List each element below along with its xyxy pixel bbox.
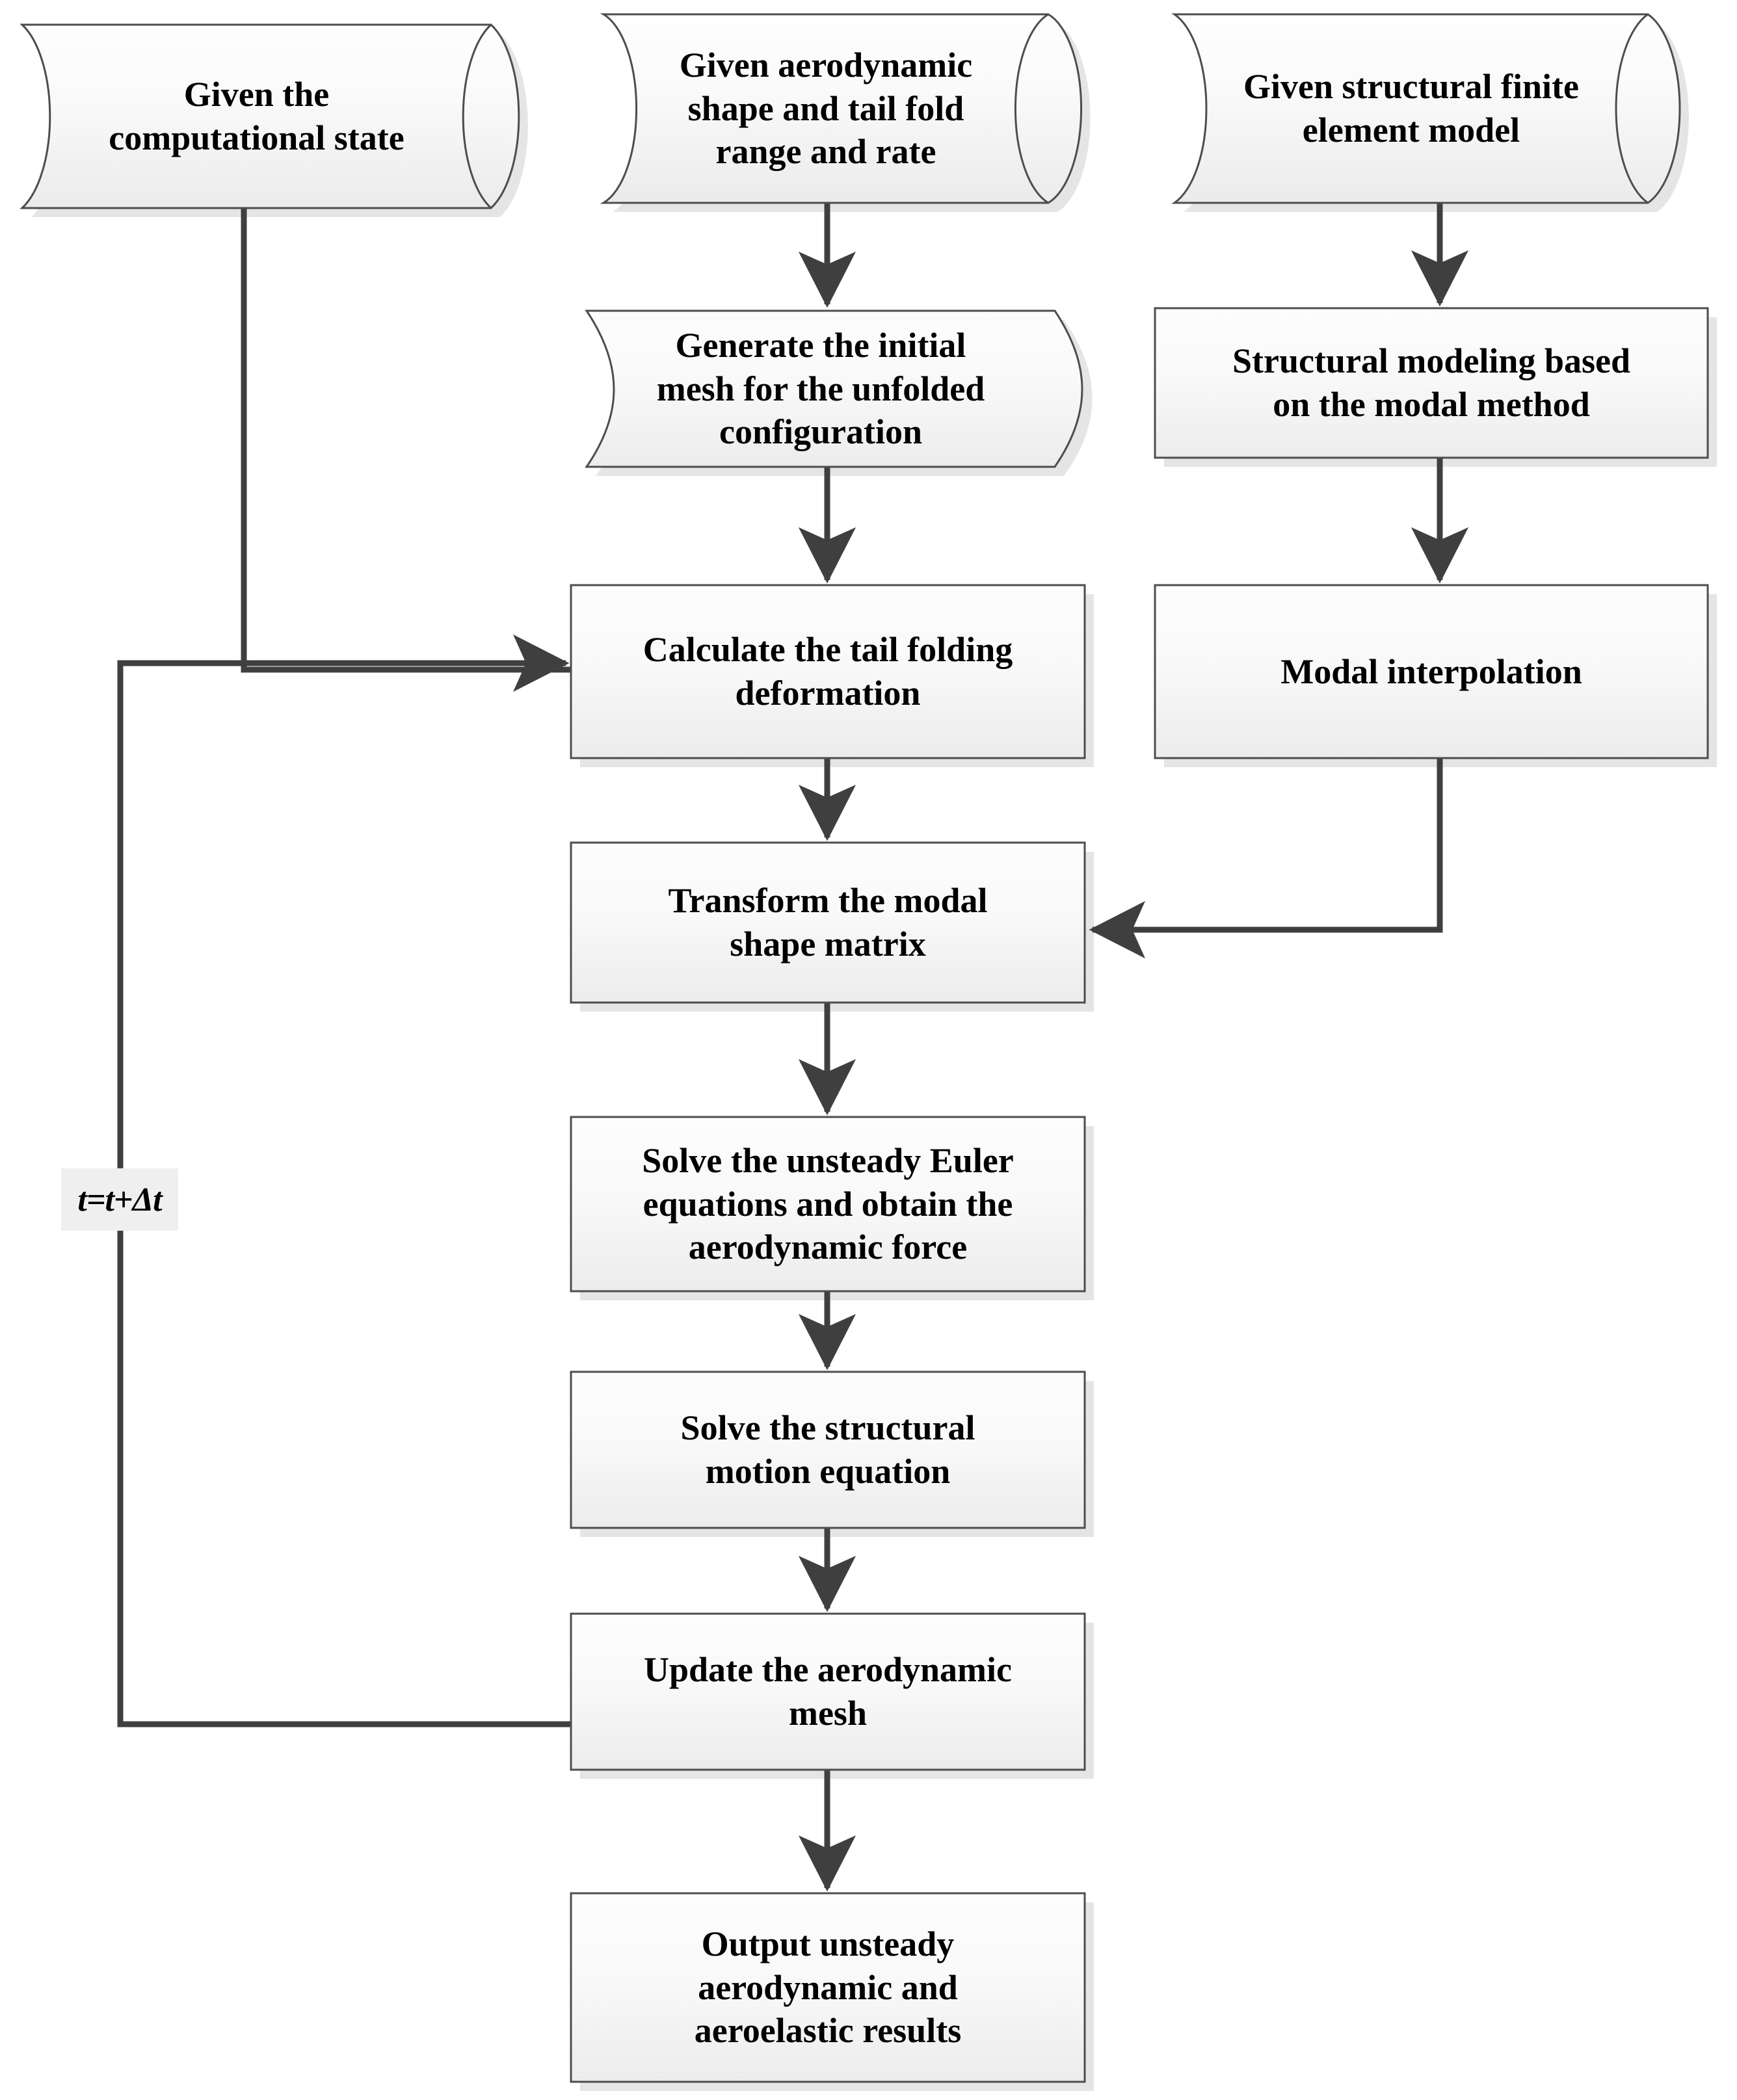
node-shape-output-results[interactable] <box>570 1892 1086 2083</box>
node-shape-transform-matrix[interactable] <box>570 841 1086 1004</box>
node-shape-given-state[interactable] <box>20 23 520 209</box>
node-shape-solve-euler[interactable] <box>570 1116 1086 1293</box>
loop-time-step-label: t=t+Δt <box>61 1168 178 1231</box>
edge-feedback-loop <box>117 634 571 1727</box>
node-shape-structural-modeling[interactable] <box>1154 307 1709 459</box>
node-shape-generate-mesh[interactable] <box>585 309 1083 468</box>
edge-modal-interpolation-to-transform-matrix <box>1089 758 1443 959</box>
node-shape-solve-motion[interactable] <box>570 1371 1086 1529</box>
node-shapes <box>20 13 1709 2083</box>
node-shape-modal-interpolation[interactable] <box>1154 584 1709 759</box>
node-shape-given-fem[interactable] <box>1171 13 1681 204</box>
node-shape-given-aero[interactable] <box>600 13 1083 204</box>
node-shape-calculate-folding[interactable] <box>570 584 1086 759</box>
node-shape-update-mesh[interactable] <box>570 1612 1086 1771</box>
